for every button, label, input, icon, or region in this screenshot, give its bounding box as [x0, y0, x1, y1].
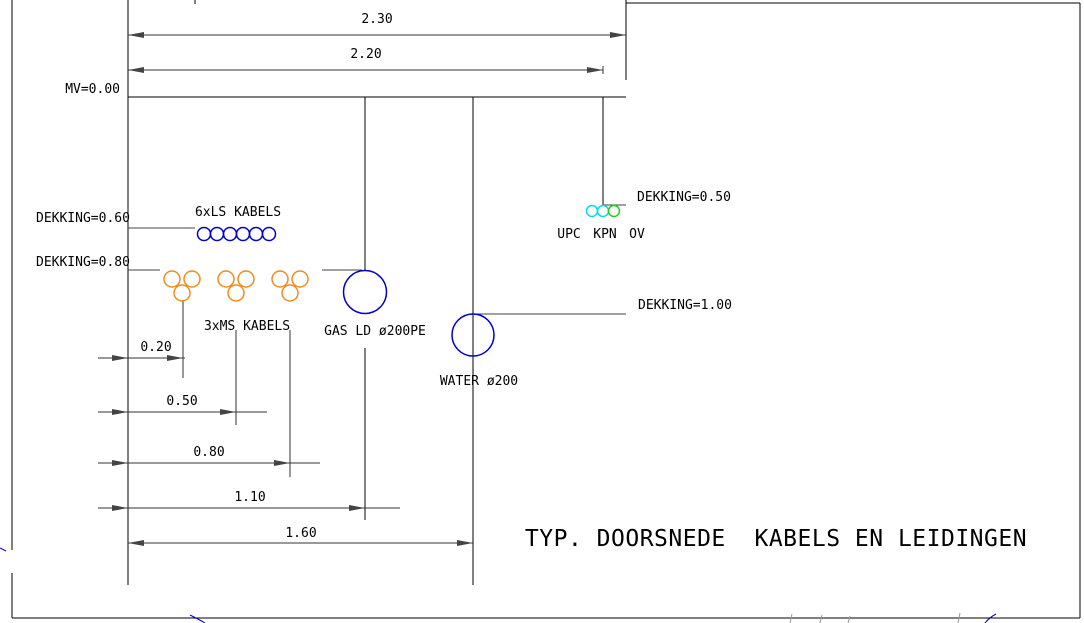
- ls-cable: [222, 226, 238, 242]
- depth-leaders: [128, 204, 626, 315]
- ov-duct: [607, 204, 621, 218]
- drawing-title: TYP. DOORSNEDE KABELS EN LEIDINGEN: [525, 526, 1027, 552]
- ls-cable: [235, 226, 251, 242]
- gas-pipe: [342, 269, 388, 315]
- dim-top-outer: 2.30: [361, 12, 392, 27]
- dim-offset-110: 1.10: [234, 490, 265, 505]
- telecom-ducts: [585, 204, 621, 218]
- upc-duct: [585, 204, 599, 218]
- sheet-fragments: [0, 547, 997, 623]
- depth-water-label: DEKKING=1.00: [638, 298, 732, 313]
- water-pipe: [451, 313, 495, 357]
- dim-offset-050: 0.50: [166, 394, 197, 409]
- dim-offset-160: 1.60: [285, 526, 316, 541]
- ms-cables-label: 3xMS KABELS: [204, 319, 290, 334]
- upc-label: UPC: [557, 227, 580, 242]
- water-label: WATER ø200: [440, 374, 518, 389]
- ms-cables: [163, 270, 309, 302]
- dim-offset-020: 0.20: [140, 340, 171, 355]
- sheet-fragments-grey: [789, 612, 961, 623]
- ov-label: OV: [629, 227, 645, 242]
- ls-cable: [209, 226, 225, 242]
- ls-cable: [248, 226, 264, 242]
- ls-cable: [196, 226, 212, 242]
- ls-cables-label: 6xLS KABELS: [195, 205, 281, 220]
- depth-ls-label: DEKKING=0.60: [36, 211, 130, 226]
- kpn-duct: [596, 204, 610, 218]
- ground-lines: [127, 0, 627, 585]
- ground-level-label: MV=0.00: [65, 82, 120, 97]
- gas-label: GAS LD ø200PE: [324, 324, 426, 339]
- ls-cables: [196, 226, 277, 242]
- top-dimensions: [128, 32, 626, 74]
- offset-dimensions: [98, 300, 473, 546]
- depth-ms-label: DEKKING=0.80: [36, 255, 130, 270]
- dim-top-inner: 2.20: [350, 47, 381, 62]
- ls-cable: [261, 226, 277, 242]
- depth-telecom-label: DEKKING=0.50: [637, 190, 731, 205]
- sheet-border: [11, 0, 1081, 619]
- dim-offset-080: 0.80: [193, 445, 224, 460]
- kpn-label: KPN: [593, 227, 616, 242]
